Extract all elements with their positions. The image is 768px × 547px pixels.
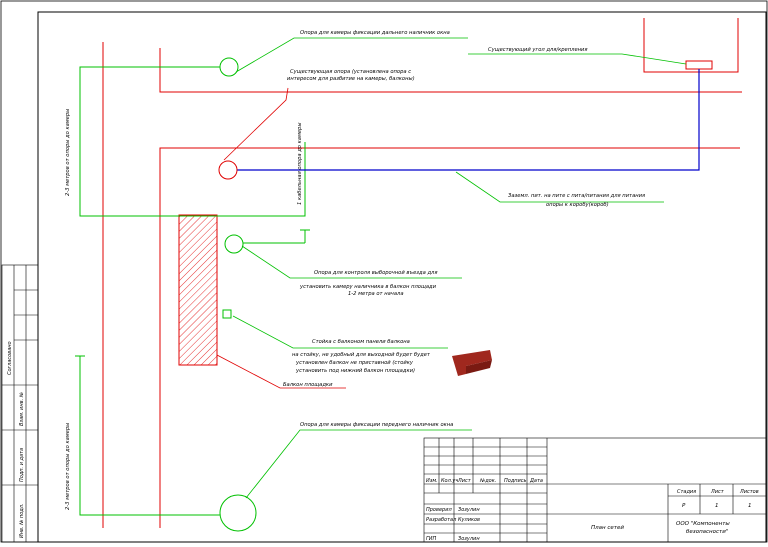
note-wall-3: установлен балкон не приставной (стойку xyxy=(295,360,414,366)
tb-sheet-value: 1 xyxy=(715,503,719,509)
support-existing xyxy=(218,160,238,180)
note-existing-pole-2: интересом для разбитие на камеры, балкон… xyxy=(287,76,415,82)
building-outline xyxy=(643,18,739,73)
tb-header-doc: №док. xyxy=(479,478,496,484)
tb-sheets-header: Листов xyxy=(739,489,759,495)
camera-marker xyxy=(222,309,232,319)
tb-header-sign: Подпись xyxy=(504,478,527,484)
leaders xyxy=(216,37,687,499)
side-agreed-label: Согласовано xyxy=(7,341,13,375)
tb-role-gip: ГИП xyxy=(426,536,437,542)
tb-header-kol: Кол.уч xyxy=(441,478,458,484)
note-support-1: Опора для контроля выборочной въезда для xyxy=(314,270,437,276)
brick-stand-icon xyxy=(452,350,492,376)
support-middle xyxy=(224,234,244,254)
support-bottom xyxy=(219,494,257,532)
tb-name-developed: Куликов xyxy=(458,517,480,523)
tb-drawing-name: План сетей xyxy=(591,525,624,531)
support-top xyxy=(219,57,239,77)
note-well-top: Опора для камеры фиксации дальнего налич… xyxy=(300,30,450,36)
title-block-grid xyxy=(423,437,767,543)
cable-routes xyxy=(75,66,310,516)
power-cable xyxy=(228,69,700,171)
tb-header-izm: Изм. xyxy=(426,478,438,484)
side-inv-orig-label: Инв. № подл. xyxy=(19,504,25,539)
note-power-cable-1: Заземл. пит. на пите с пита/питания для … xyxy=(508,193,645,199)
note-well-bottom: Опора для камеры фиксации переднего нали… xyxy=(300,422,453,428)
tb-stage-header: Стадия xyxy=(677,489,696,495)
tb-sheet-header: Лист xyxy=(710,489,725,495)
note-wall-4: установить под нижний балкон площадки) xyxy=(295,368,415,374)
tb-name-gip: Зозулин xyxy=(458,536,480,542)
side-sign-label: Подп. и дата xyxy=(19,448,25,482)
tb-sheets-value: 1 xyxy=(748,503,752,509)
note-existing-pole-1: Существующая опора (установлена опора с xyxy=(290,69,411,75)
side-stamp xyxy=(1,264,39,543)
roads xyxy=(102,42,742,528)
note-wall-2: на стойку, не удобный для выходной будет… xyxy=(292,352,431,358)
tb-header-list: Лист xyxy=(457,478,472,484)
note-support-2: установить камеру наличника в балкон пло… xyxy=(299,284,437,290)
mount-box xyxy=(685,60,713,70)
note-existing-mount: Существующий угол для/крепления xyxy=(488,47,588,53)
tb-name-checked: Зозулин xyxy=(458,507,480,513)
note-wall-1: Стойка с балконом панели балкона xyxy=(312,339,410,345)
note-cable-left-top: 2-3 метров от опоры до камеры xyxy=(65,109,71,196)
note-cable-right: 1 кабельная опора до камеры xyxy=(297,123,303,205)
side-inv-label: Взам. инв. № xyxy=(19,392,25,426)
balcony-slab xyxy=(178,214,218,366)
note-support-3: 1-2 метра от начала xyxy=(348,291,404,297)
tb-header-date: Дата xyxy=(529,478,543,484)
note-power-cable-2: опоры к коробу(короб) xyxy=(546,202,609,208)
tb-stage-value: Р xyxy=(682,503,686,509)
note-balcony: Балкон площадки xyxy=(283,382,333,388)
tb-role-developed: Разработал xyxy=(426,517,457,523)
tb-role-checked: Проверил xyxy=(426,507,452,513)
note-cable-left-bottom: 2-3 метров от опоры до камеры xyxy=(65,423,71,510)
